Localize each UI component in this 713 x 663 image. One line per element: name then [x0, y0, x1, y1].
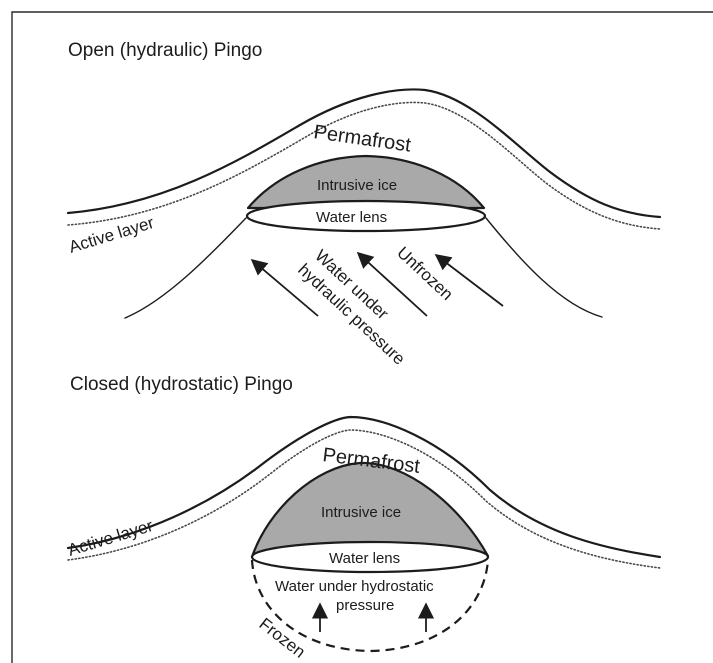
closed-pingo-panel: Closed (hydrostatic) Pingo Permafrost In…	[66, 374, 660, 662]
closed-active-layer-label: Active layer	[66, 516, 156, 560]
open-pingo-title: Open (hydraulic) Pingo	[68, 40, 262, 61]
open-permafrost-label: Permafrost	[312, 121, 412, 156]
closed-water-under-label-line2: pressure	[336, 597, 394, 614]
closed-water-lens-label: Water lens	[329, 550, 400, 567]
open-water-lens-label: Water lens	[316, 209, 387, 226]
closed-intrusive-ice-label: Intrusive ice	[321, 504, 401, 521]
closed-frozen-label: Frozen	[256, 614, 309, 662]
open-intrusive-ice-label: Intrusive ice	[317, 177, 397, 194]
open-pingo-panel: Open (hydraulic) Pingo Permafrost Intrus…	[67, 40, 660, 369]
closed-water-under-label-line1: Water under hydrostatic	[275, 578, 434, 595]
closed-pingo-title: Closed (hydrostatic) Pingo	[70, 374, 293, 395]
open-conduit-right	[486, 218, 602, 317]
